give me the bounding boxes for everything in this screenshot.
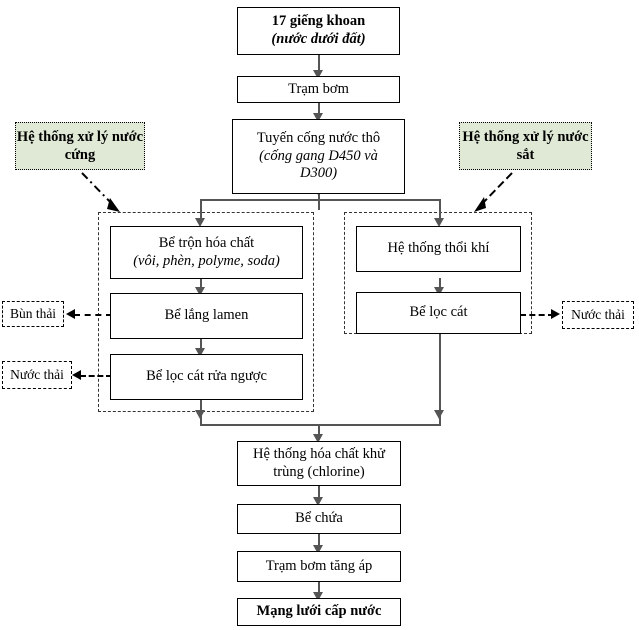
arrowhead-backwash-down xyxy=(195,410,205,419)
node-aeration-label: Hệ thống thổi khí xyxy=(387,240,490,257)
connector-sandfilter-to-merge xyxy=(439,334,441,424)
node-raw-water-main[interactable]: Tuyến cống nước thô (cống gang D450 và D… xyxy=(232,119,405,194)
connector-lamella-to-sludge xyxy=(74,314,112,316)
node-chlorination-system[interactable]: Hệ thống hóa chất khử trùng (chlorine) xyxy=(237,441,401,486)
node-pump-station-label: Trạm bơm xyxy=(288,80,349,97)
arrowhead-to-sludge xyxy=(66,309,75,319)
waste-box-wastewater-right[interactable]: Nước thải xyxy=(562,301,634,329)
connector-wells-to-pump xyxy=(318,55,320,72)
waste-box-wastewater-left[interactable]: Nước thải xyxy=(2,361,72,389)
arrowhead-booster-to-network xyxy=(313,592,323,601)
connector-pump-to-rawmain xyxy=(318,102,320,117)
callout-hard-water-line2: nước cứng xyxy=(64,128,144,163)
arrowhead-to-wastewater-left xyxy=(72,370,81,380)
node-aeration-system[interactable]: Hệ thống thổi khí xyxy=(356,226,521,272)
arrowhead-chlorination-to-reservoir xyxy=(313,497,323,506)
connector-split-bar xyxy=(200,199,441,201)
arrowhead-into-aeration xyxy=(434,218,444,227)
node-wells-line2: (nước dưới đất) xyxy=(271,31,366,47)
connector-lamella-to-backwash xyxy=(200,339,202,353)
node-chlorination-line2: trùng (chlorine) xyxy=(273,463,365,480)
node-pump-station[interactable]: Trạm bơm xyxy=(237,76,400,103)
waste-box-wastewater-left-label: Nước thải xyxy=(10,367,64,382)
node-wells[interactable]: 17 giếng khoan (nước dưới đất) xyxy=(237,7,400,55)
waste-box-sludge[interactable]: Bùn thải xyxy=(2,301,64,327)
node-wells-line1: 17 giếng khoan xyxy=(271,13,366,30)
arrowhead-pump-to-rawmain xyxy=(313,113,323,122)
group-frame-hard-water-treatment xyxy=(98,212,314,412)
node-water-supply-network[interactable]: Mạng lưới cấp nước xyxy=(237,598,401,626)
connector-merge-bar xyxy=(200,424,441,426)
connector-split-to-right-group xyxy=(439,199,441,223)
connector-sandfilter-to-wastewater xyxy=(520,314,554,316)
callout-hard-water-line1: Hệ thống xử lý xyxy=(16,128,109,145)
node-booster-pump-station[interactable]: Trạm bơm tăng áp xyxy=(237,551,401,582)
callout-iron-water-line2: nước sắt xyxy=(516,128,589,163)
node-raw-main-line1: Tuyến cống nước thô xyxy=(256,129,381,146)
callout-iron-water-line1: Hệ thống xử lý xyxy=(462,128,554,145)
node-chlorination-line1: Hệ thống hóa chất khử xyxy=(253,445,385,462)
arrowhead-reservoir-to-booster xyxy=(313,545,323,554)
arrowhead-chemmix-to-lamella xyxy=(195,287,205,296)
arrowhead-aeration-to-sandfilter xyxy=(434,287,444,296)
connector-backwash-to-wastewater xyxy=(80,375,112,377)
node-lamella-label: Bể lắng lamen xyxy=(164,307,249,324)
node-lamella-settling-tank[interactable]: Bể lắng lamen xyxy=(110,293,303,339)
node-chem-mix-line1: Bể trộn hóa chất xyxy=(158,234,255,251)
node-backwash-sand-filter[interactable]: Bể lọc cát rửa ngược xyxy=(110,354,303,400)
node-booster-pump-label: Trạm bơm tăng áp xyxy=(265,557,373,574)
connector-aeration-to-sandfilter xyxy=(439,278,441,292)
arrowhead-merge-to-chlorination xyxy=(313,434,323,443)
callout-hard-water-treatment[interactable]: Hệ thống xử lý nước cứng xyxy=(15,122,145,170)
connector-merge-to-chlorination xyxy=(318,424,320,440)
arrowhead-lamella-to-backwash xyxy=(195,348,205,357)
arrowhead-wells-to-pump xyxy=(313,70,323,79)
node-reservoir-label: Bể chứa xyxy=(295,510,343,527)
connector-booster-to-network xyxy=(318,582,320,595)
connector-reservoir-to-booster xyxy=(318,534,320,548)
callout-iron-water-treatment[interactable]: Hệ thống xử lý nước sắt xyxy=(459,122,592,170)
node-backwash-filter-label: Bể lọc cát rửa ngược xyxy=(146,368,267,385)
waste-box-wastewater-right-label: Nước thải xyxy=(571,307,625,322)
node-chem-mix-line2: (vôi, phèn, polyme, soda) xyxy=(133,252,280,269)
node-reservoir[interactable]: Bể chứa xyxy=(237,504,401,534)
waste-box-sludge-label: Bùn thải xyxy=(9,306,57,321)
connector-chlorination-to-reservoir xyxy=(318,486,320,501)
node-sand-filter-label: Bể lọc cát xyxy=(409,304,468,321)
node-raw-main-line3: D300) xyxy=(299,165,338,182)
arrowhead-into-chem-mix xyxy=(195,218,205,227)
node-network-label: Mạng lưới cấp nước xyxy=(256,603,382,620)
node-raw-main-line2: (cống gang D450 và xyxy=(259,147,378,164)
arrowhead-to-wastewater-right xyxy=(551,309,560,319)
connector-chemmix-to-lamella xyxy=(200,278,202,292)
node-sand-filter[interactable]: Bể lọc cát xyxy=(356,292,521,334)
node-chemical-mixing-tank[interactable]: Bể trộn hóa chất (vôi, phèn, polyme, sod… xyxy=(110,226,303,279)
arrowhead-sandfilter-down xyxy=(434,410,444,419)
connector-rawmain-trunk xyxy=(318,194,320,210)
connector-split-to-left-group xyxy=(200,199,202,223)
